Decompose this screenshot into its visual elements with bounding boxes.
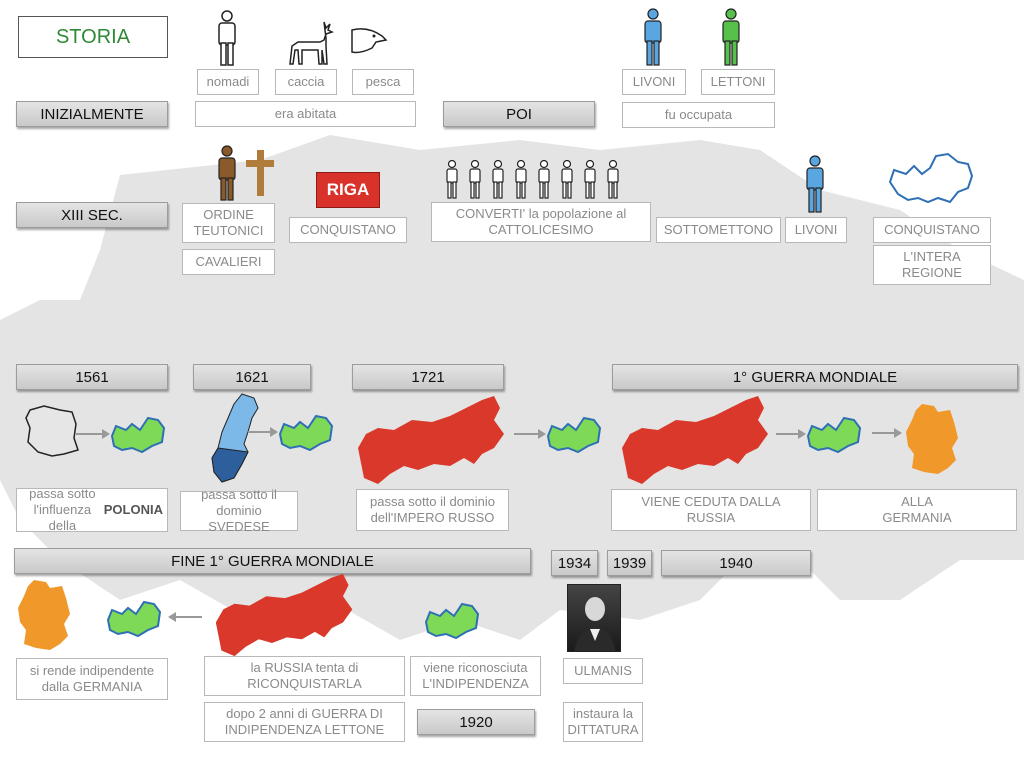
poland-map-icon: [25, 405, 79, 457]
arrow-latvia-1: [76, 416, 166, 454]
label-sottomettono: SOTTOMETTONO: [656, 217, 781, 243]
label-lettoni: LETTONI: [701, 69, 775, 95]
label-intera-regione: L'INTERA REGIONE: [873, 245, 991, 285]
livoni-person-icon: [644, 8, 662, 66]
label-svedese: passa sotto il dominio SVEDESE: [180, 487, 298, 534]
label-ulmanis: ULMANIS: [563, 658, 643, 684]
russia-map-icon-2: [622, 396, 768, 484]
label-nomadi: nomadi: [197, 69, 259, 95]
livoni-person-icon-2: [806, 155, 824, 213]
fish-icon: [351, 28, 388, 54]
ulmanis-portrait: [567, 584, 621, 652]
label-inizialmente: INIZIALMENTE: [16, 101, 168, 127]
label-poi: POI: [443, 101, 595, 127]
label-russia-tenta: la RUSSIA tenta di RICONQUISTARLA: [204, 656, 405, 696]
arrow-left-icon: [168, 612, 202, 622]
arrow-latvia-4: [776, 416, 862, 454]
label-era-abitata: era abitata: [195, 101, 416, 127]
label-1939: 1939: [607, 550, 652, 576]
sweden-map-icon: [211, 393, 259, 483]
label-xiii-sec: XIII SEC.: [16, 202, 168, 228]
label-conquistano: CONQUISTANO: [289, 217, 407, 243]
germany-map-icon: [906, 404, 958, 474]
portrait-figure-icon: [574, 597, 616, 651]
label-fine-guerra: FINE 1° GUERRA MONDIALE: [14, 548, 531, 574]
germany-map-icon-2: [18, 580, 70, 650]
label-converti: CONVERTI' la popolazione al CATTOLICESIM…: [431, 202, 651, 242]
label-1934: 1934: [551, 550, 598, 576]
label-indipendente: si rende indipendente dalla GERMANIA: [16, 658, 168, 700]
label-polonia-text: passa sotto l'influenza della: [29, 486, 96, 533]
population-icon: [446, 160, 619, 199]
label-polonia-bold: POLONIA: [103, 502, 163, 517]
label-1940: 1940: [661, 550, 811, 576]
label-caccia: caccia: [275, 69, 337, 95]
label-livoni: LIVONI: [622, 69, 686, 95]
label-1920: 1920: [417, 709, 535, 735]
latvia-map-icon: [106, 600, 162, 638]
latvia-outline-icon: [888, 152, 974, 204]
riga-badge: RIGA: [316, 172, 380, 208]
lettoni-person-icon: [722, 8, 740, 66]
latvia-map-icon-2: [424, 602, 480, 640]
label-impero-russo: passa sotto il dominio dell'IMPERO RUSSO: [356, 489, 509, 531]
label-ceduta: VIENE CEDUTA DALLA RUSSIA: [611, 489, 811, 531]
arrow-right-icon: [872, 428, 902, 438]
cross-icon: [246, 150, 274, 196]
deer-icon: [289, 21, 334, 65]
label-pesca: pesca: [352, 69, 414, 95]
label-cavalieri: CAVALIERI: [182, 249, 275, 275]
label-1721: 1721: [352, 364, 504, 390]
knight-person-icon: [218, 145, 236, 201]
arrow-latvia-2: [248, 414, 334, 452]
russia-map-icon-3: [215, 573, 353, 657]
label-livoni-2: LIVONI: [785, 217, 847, 243]
label-guerra-mondiale: 1° GUERRA MONDIALE: [612, 364, 1018, 390]
russia-map-icon: [358, 396, 504, 484]
label-fu-occupata: fu occupata: [622, 102, 775, 128]
arrow-latvia-3: [514, 416, 602, 454]
label-germania: ALLA GERMANIA: [817, 489, 1017, 531]
label-1621: 1621: [193, 364, 311, 390]
label-1561: 1561: [16, 364, 168, 390]
label-polonia: passa sotto l'influenza della POLONIA: [16, 486, 168, 533]
label-ordine-teutonici: ORDINE TEUTONICI: [182, 203, 275, 243]
label-dopo-due-anni: dopo 2 anni di GUERRA DI INDIPENDENZA LE…: [204, 702, 405, 742]
label-instaura: instaura la DITTATURA: [563, 702, 643, 742]
label-riconosciuta: viene riconosciuta L'INDIPENDENZA: [410, 656, 541, 696]
page-title: STORIA: [18, 16, 168, 58]
person-icon: [218, 10, 236, 66]
label-conquistano-2: CONQUISTANO: [873, 217, 991, 243]
